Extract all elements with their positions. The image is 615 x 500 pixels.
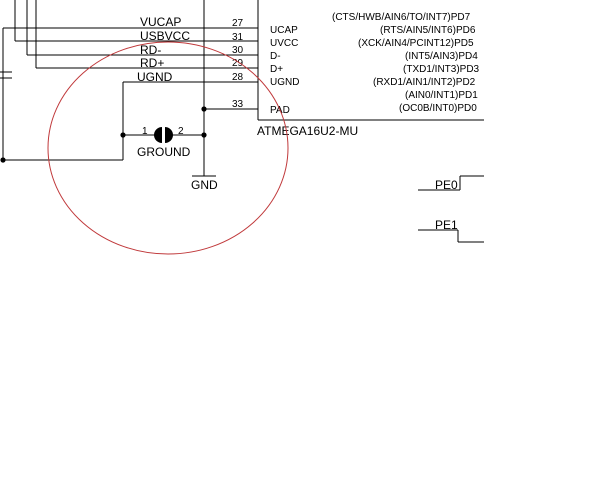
pe1-label: PE1 [435, 218, 458, 232]
pin-names: UCAP UVCC D- D+ UGND PAD [270, 25, 299, 116]
jumper-left-pad [154, 127, 162, 143]
pin-name: D+ [270, 64, 283, 75]
solder-jumper: 1 2 GROUND [137, 126, 191, 159]
junction-dot [201, 106, 207, 112]
pe0-label: PE0 [435, 178, 458, 192]
net-label-vucap: VUCAP [140, 15, 181, 29]
port-function: (CTS/HWB/AIN6/TO/INT7)PD7 [332, 12, 471, 23]
chip-body [257, 0, 484, 121]
pin-name: D- [270, 51, 281, 62]
gnd-label: GND [191, 178, 218, 192]
pin-number: 27 [232, 18, 244, 29]
net-label-rd-minus: RD- [140, 43, 161, 57]
pin-number: 33 [232, 99, 244, 110]
pin-number: 31 [232, 32, 244, 43]
jumper-right-pad [165, 127, 173, 143]
junction-dot [0, 157, 6, 163]
pin-name: UVCC [270, 38, 298, 49]
jumper-label: GROUND [137, 145, 191, 159]
jumper-pin2-label: 2 [178, 126, 184, 137]
junction-dots [0, 106, 207, 163]
port-function: (XCK/AIN4/PCINT12)PD5 [358, 38, 474, 49]
pin-name: UCAP [270, 25, 298, 36]
port-function: (OC0B/INT0)PD0 [399, 103, 477, 114]
net-label-usbvcc: USBVCC [140, 29, 190, 43]
pin-name: UGND [270, 77, 299, 88]
port-function: (AIN0/INT1)PD1 [405, 90, 478, 101]
port-function: (RXD1/AIN1/INT2)PD2 [373, 77, 476, 88]
junction-dot [120, 132, 126, 138]
pin-numbers: 27 31 30 29 28 33 [232, 18, 244, 110]
net-wires [0, 0, 258, 176]
chip-name: ATMEGA16U2-MU [257, 124, 358, 138]
net-label-ugnd: UGND [137, 70, 173, 84]
net-labels: VUCAP USBVCC RD- RD+ UGND [137, 15, 190, 84]
pin-number: 30 [232, 45, 244, 56]
junction-dot [201, 132, 207, 138]
gnd-symbol: GND [191, 175, 218, 192]
port-function: (RTS/AIN5/INT6)PD6 [380, 25, 476, 36]
net-label-rd-plus: RD+ [140, 56, 164, 70]
port-function: (TXD1/INT3)PD3 [403, 64, 480, 75]
highlight-circle [47, 41, 289, 255]
port-pe1: PE1 [418, 218, 484, 243]
pin-number: 28 [232, 72, 244, 83]
port-pe0: PE0 [418, 175, 484, 192]
port-functions: (CTS/HWB/AIN6/TO/INT7)PD7 (RTS/AIN5/INT6… [332, 12, 480, 114]
port-function: (INT5/AIN3)PD4 [405, 51, 478, 62]
pin-number: 29 [232, 58, 244, 69]
jumper-pin1-label: 1 [142, 126, 148, 137]
